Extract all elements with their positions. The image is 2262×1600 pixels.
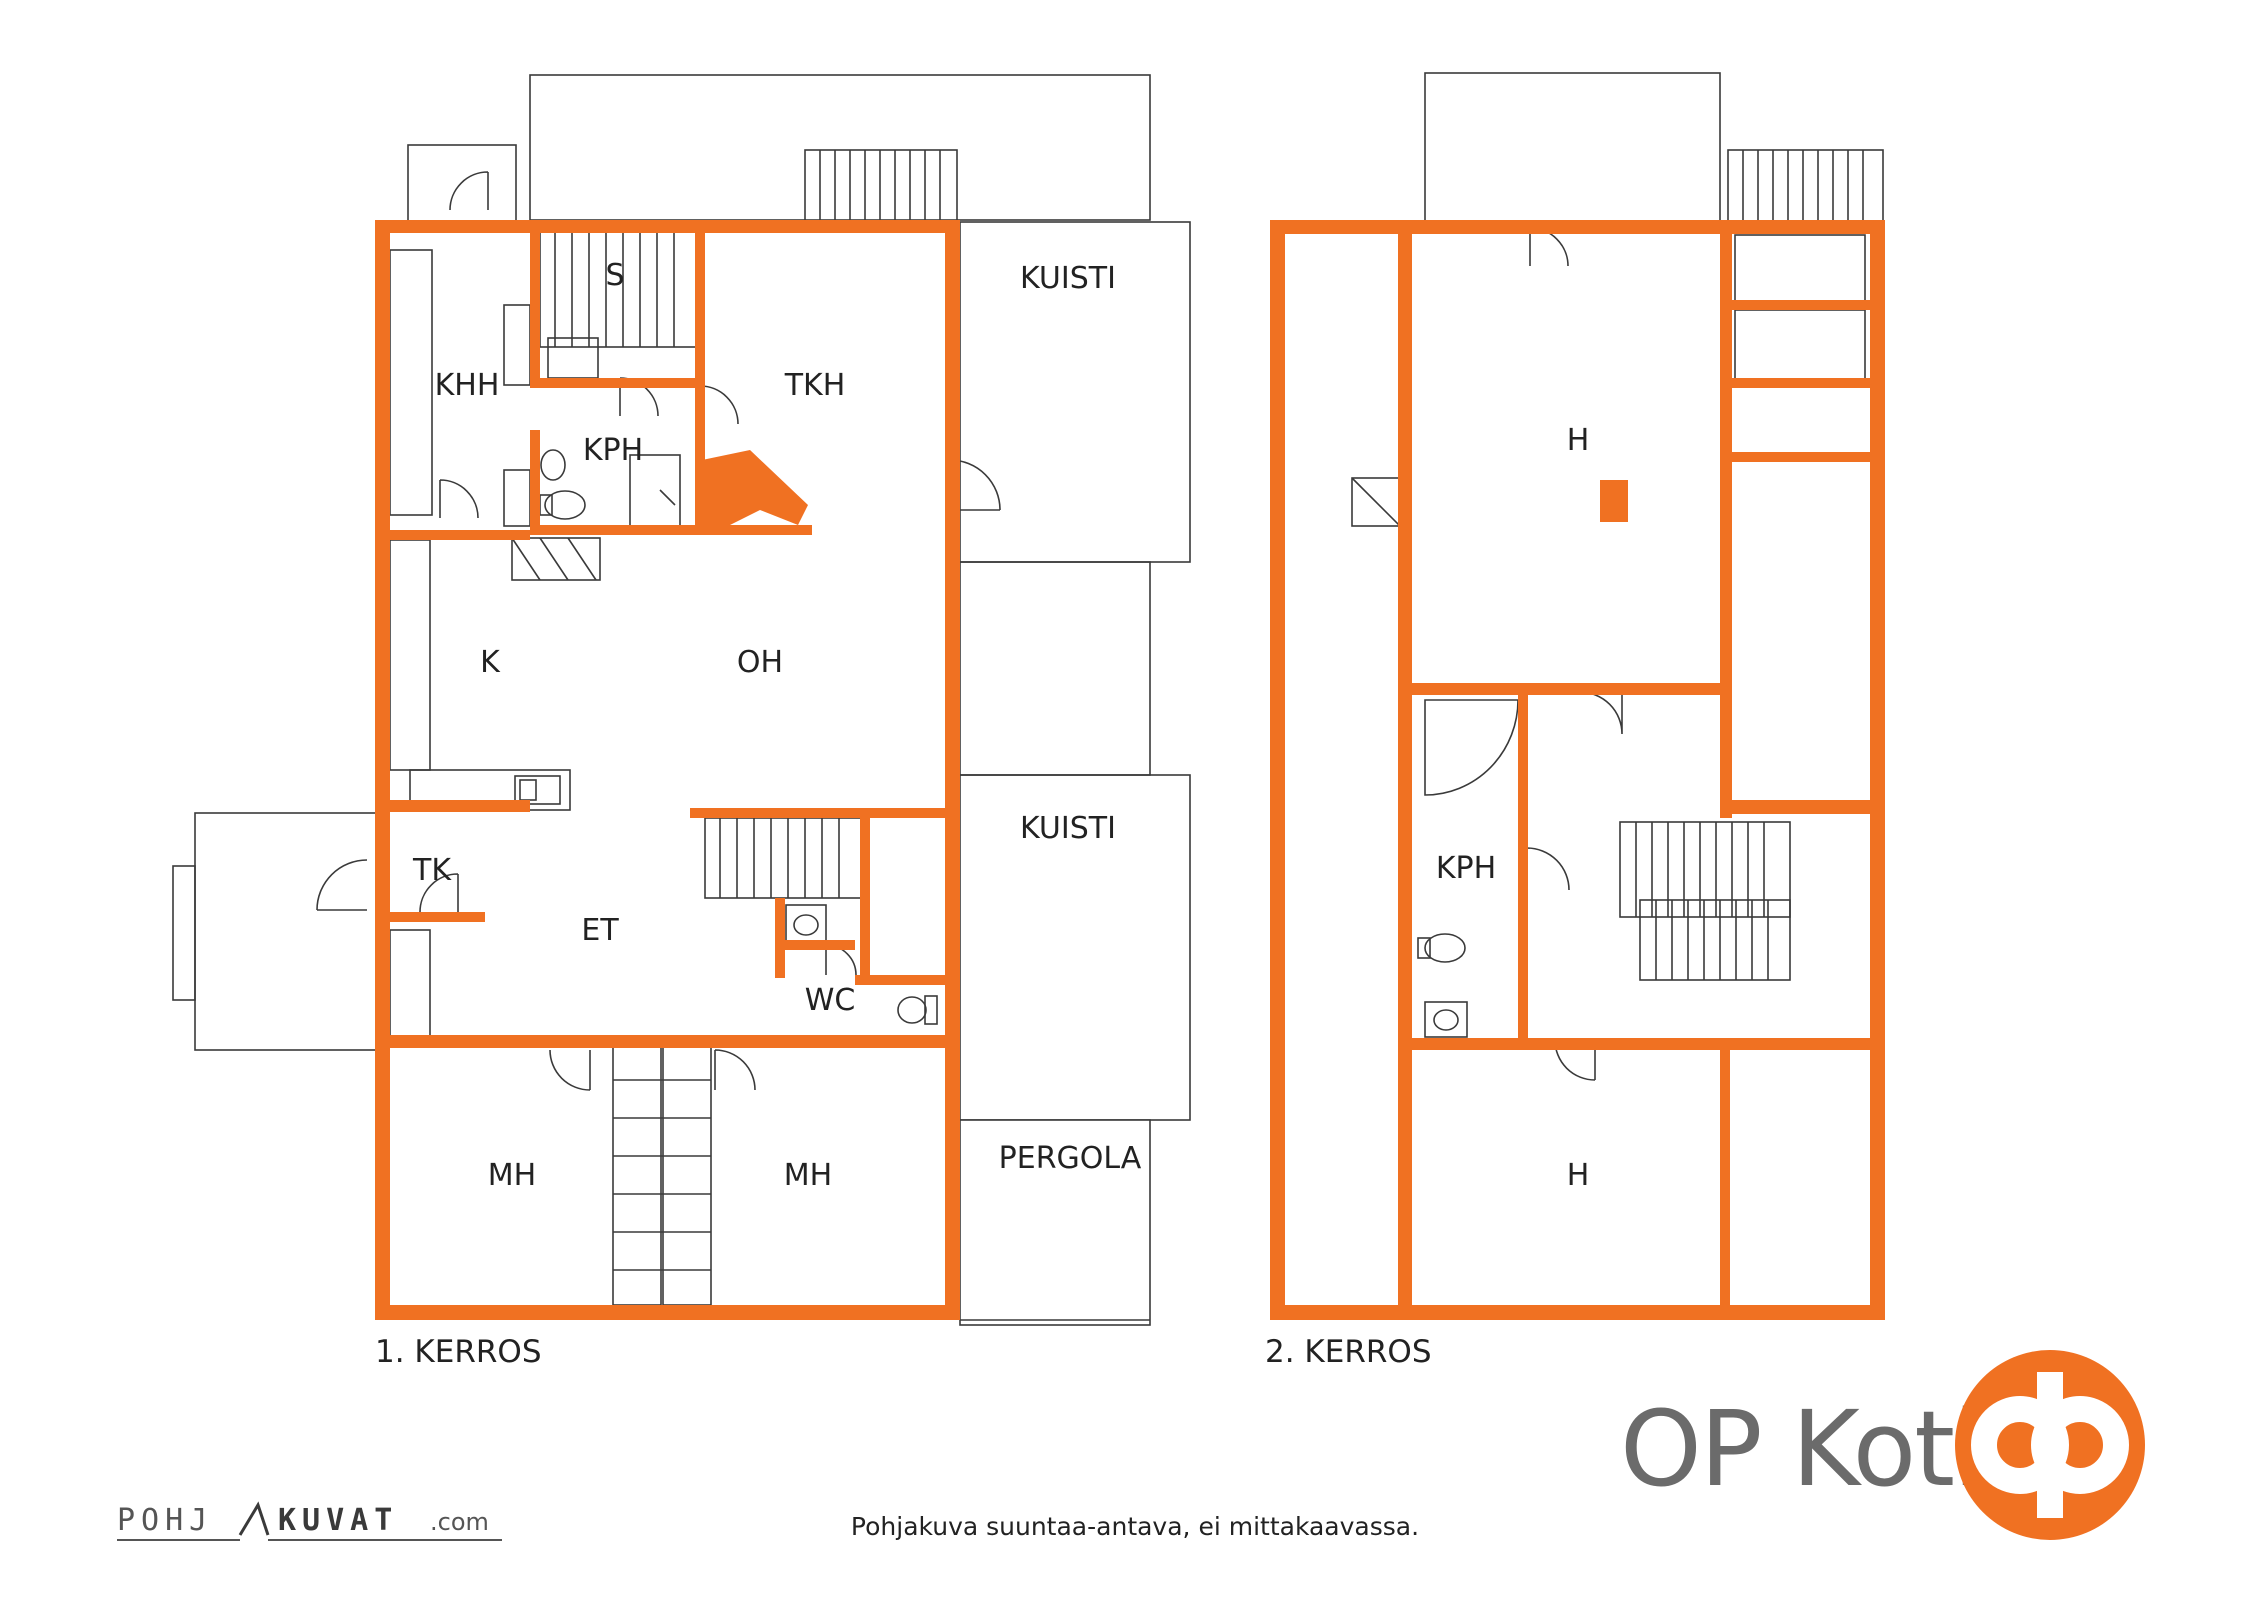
shower-icon	[1424, 699, 1519, 796]
pergola-area	[959, 1119, 1151, 1326]
pohjakuvat-logo: POHJ KUVAT .com	[117, 1501, 502, 1541]
tk-cabinet	[389, 929, 431, 1046]
toilet-icon	[897, 995, 938, 1025]
floor-2-caption: 2. KERROS	[1265, 1334, 1432, 1370]
room-label-kuisti-top: KUISTI	[1020, 261, 1116, 296]
pohjakuvat-suffix: .com	[430, 1508, 489, 1536]
sink-icon	[785, 904, 827, 942]
room-label-tkh: TKH	[784, 368, 846, 403]
room-label-khh: KHH	[435, 368, 500, 403]
floor-1-caption: 1. KERROS	[375, 1334, 542, 1370]
room-label-wc: WC	[805, 983, 856, 1018]
terrace-top	[529, 74, 1151, 221]
room-label-kuisti-bottom: KUISTI	[1020, 811, 1116, 846]
op-logo-icon	[1955, 1350, 2145, 1540]
door-swing-icon	[316, 171, 1001, 1091]
room-label-kph-2: KPH	[1436, 851, 1496, 886]
pohjakuvat-text-left: POHJ	[117, 1503, 213, 1538]
wardrobe	[1734, 234, 1866, 306]
floor-2-plan: H KPH H 2. KERROS	[1265, 72, 1885, 1370]
room-label-et: ET	[581, 913, 619, 948]
kitchen-side-counter	[389, 539, 431, 771]
porch-between	[959, 561, 1151, 776]
stair-icon	[1619, 821, 1791, 981]
stair-icon	[539, 231, 699, 379]
kuisti-bottom-area	[959, 774, 1191, 1121]
sink-icon	[1424, 1001, 1468, 1038]
room-label-s: S	[605, 258, 624, 293]
room-label-oh: OH	[737, 645, 783, 680]
door-swing-icon	[1526, 227, 1623, 1081]
stair-icon	[1351, 477, 1401, 527]
op-koti-wordmark: OP Koti	[1620, 1388, 1980, 1510]
room-label-h-top: H	[1567, 423, 1590, 458]
khh-counter	[503, 304, 531, 386]
floor-1-plan: S KHH KPH TKH K OH TK ET WC MH MH KUISTI…	[172, 74, 1191, 1370]
room-label-k: K	[480, 645, 501, 680]
stair-icon	[1727, 149, 1884, 223]
stair-icon	[511, 537, 601, 581]
stair-icon	[804, 149, 958, 223]
side-terrace-step	[172, 865, 196, 1001]
side-terrace	[194, 812, 381, 1051]
room-label-kph: KPH	[583, 433, 643, 468]
room-label-tk: TK	[412, 853, 452, 888]
sink-icon	[540, 449, 566, 481]
room-label-mh-left: MH	[488, 1158, 536, 1193]
fireplace-icon	[702, 450, 808, 530]
floor-2-walls	[1270, 220, 1885, 1320]
floor-1-walls	[375, 220, 960, 1320]
sink-icon	[514, 775, 561, 805]
room-label-h-bottom: H	[1567, 1158, 1590, 1193]
toilet-icon	[539, 490, 586, 520]
room-label-mh-right: MH	[784, 1158, 832, 1193]
balcony	[1424, 72, 1721, 224]
entry-canopy	[407, 144, 517, 226]
kuisti-top-area	[959, 221, 1191, 563]
khh-shelf	[503, 469, 531, 527]
room-label-pergola: PERGOLA	[999, 1141, 1142, 1176]
stair-icon	[612, 1044, 712, 1306]
disclaimer-text: Pohjakuva suuntaa-antava, ei mittakaavas…	[851, 1512, 1419, 1541]
pohjakuvat-text-right: KUVAT	[278, 1503, 398, 1538]
stair-icon	[704, 817, 864, 899]
toilet-icon	[1417, 933, 1466, 963]
pohjakuvat-peak-icon	[238, 1501, 270, 1536]
khh-cabinet	[389, 249, 433, 516]
wardrobe	[1734, 309, 1866, 381]
